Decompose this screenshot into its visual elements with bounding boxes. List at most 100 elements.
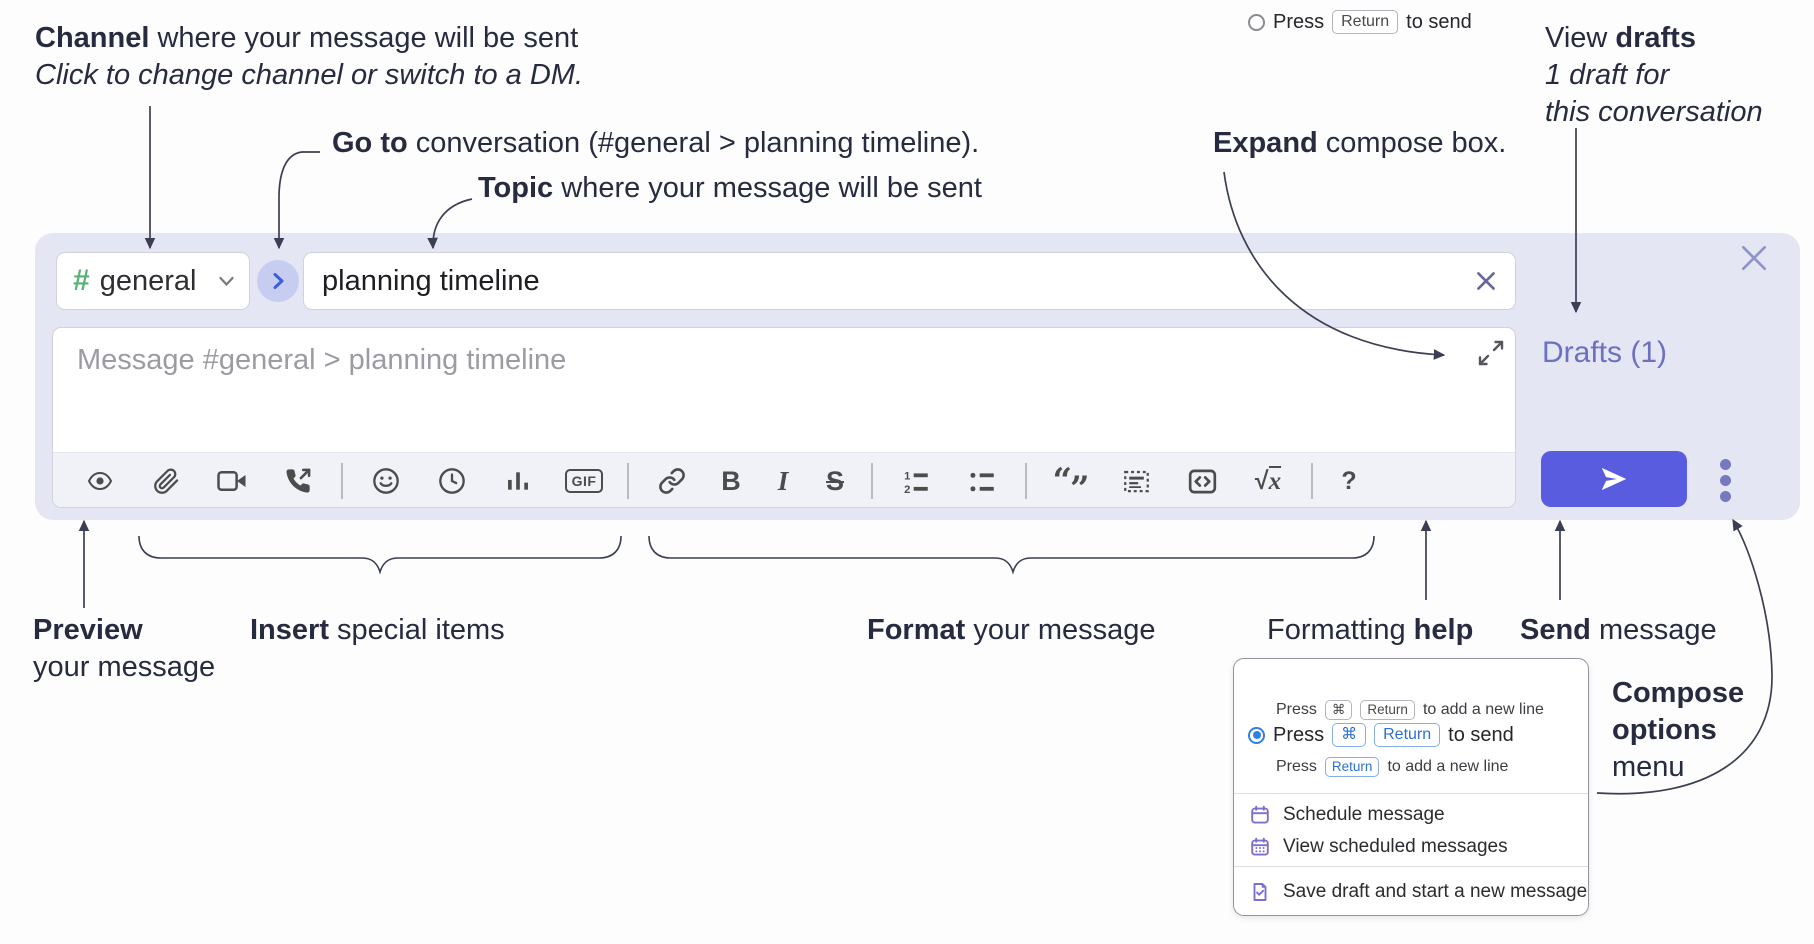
brace-format [648, 535, 1375, 575]
quote-button[interactable]: “” [1037, 458, 1103, 507]
math-button[interactable]: √x [1235, 458, 1301, 504]
annotation-format-bold: Format [867, 614, 966, 646]
option-subtext: to add a new line [1387, 758, 1509, 775]
schedule-message-label: Schedule message [1283, 804, 1445, 825]
drafts-link[interactable]: Drafts (1) [1542, 336, 1668, 369]
annotation-channel: Channel where your message will be sent … [35, 20, 583, 94]
message-formatting-help-button[interactable]: ? [1323, 458, 1375, 504]
toolbar-divider [871, 463, 873, 499]
key-return: Return [1374, 723, 1441, 747]
spoiler-button[interactable] [1103, 458, 1169, 504]
annotation-help-pre: Formatting [1267, 614, 1414, 646]
time-mention-button[interactable] [419, 458, 485, 504]
clear-topic-icon[interactable] [1473, 268, 1499, 294]
option-text: to send [1448, 723, 1514, 746]
annotation-preview: Preview your message [33, 612, 215, 686]
annotation-insert: Insert special items [250, 612, 505, 649]
strikethrough-button[interactable]: S [809, 458, 861, 504]
bulleted-list-button[interactable] [949, 458, 1015, 504]
enter-sends-subtext: Press ⌘ Return to add a new line [1276, 700, 1544, 720]
annotation-drafts-bold: drafts [1615, 22, 1696, 54]
ellipsis-dot [1719, 458, 1731, 470]
poll-button[interactable] [485, 458, 551, 504]
key-return: Return [1332, 10, 1399, 34]
key-return: Return [1324, 757, 1380, 777]
annotation-goto-rest: conversation (#general > planning timeli… [407, 127, 980, 159]
italic-label: I [777, 465, 789, 496]
channel-name: general [99, 264, 197, 297]
annotation-send-rest: message [1590, 614, 1717, 646]
annotation-expand-bold: Expand [1213, 127, 1318, 159]
annotation-topic-bold: Topic [478, 172, 554, 204]
annotation-format: Format your message [867, 612, 1156, 649]
radio-unselected[interactable] [1248, 13, 1265, 31]
calendar-icon [1251, 805, 1269, 824]
toolbar-divider [1311, 463, 1313, 499]
key-cmd: ⌘ [1324, 700, 1353, 720]
strike-label: S [825, 465, 844, 496]
annotation-topic: Topic where your message will be sent [478, 170, 982, 207]
brace-insert [138, 535, 622, 575]
italic-button[interactable]: I [757, 458, 809, 504]
compose-box-panel: # general planning timeline Message #gen… [35, 233, 1800, 520]
view-scheduled-messages-item[interactable]: View scheduled messages [1250, 836, 1508, 858]
compose-options-menu: Press Return to send Press ⌘ Return to a… [1233, 10, 1589, 916]
channel-selector[interactable]: # general [56, 252, 250, 310]
code-button[interactable] [1169, 458, 1235, 504]
option-subtext: Press [1276, 701, 1317, 718]
message-compose-area[interactable]: Message #general > planning timeline [52, 327, 1516, 508]
chevron-right-icon [273, 273, 283, 289]
save-draft-item[interactable]: Save draft and start a new message [1250, 881, 1587, 903]
svg-text:1: 1 [904, 470, 910, 482]
annotation-channel-sub: Click to change channel or switch to a D… [35, 59, 584, 91]
emoji-button[interactable] [353, 458, 419, 504]
option-subtext: Press [1276, 758, 1317, 775]
compose-options-menu-button[interactable] [1713, 458, 1737, 502]
annotation-preview-bold: Preview [33, 614, 143, 646]
gif-button[interactable]: GIF [551, 458, 617, 504]
view-scheduled-label: View scheduled messages [1283, 836, 1508, 857]
preview-button[interactable] [67, 458, 133, 504]
option-text: to send [1406, 10, 1472, 33]
video-call-button[interactable] [199, 458, 265, 504]
quote-open: “ [1052, 461, 1072, 501]
radio-selected[interactable] [1248, 726, 1265, 744]
annotation-compose-options: Compose options menu [1612, 675, 1744, 786]
annotation-insert-bold: Insert [250, 614, 329, 646]
close-compose-icon[interactable] [1738, 242, 1770, 274]
send-button[interactable] [1541, 451, 1687, 507]
topic-value: planning timeline [322, 264, 540, 297]
annotation-topic-rest: where your message will be sent [553, 172, 982, 204]
bold-button[interactable]: B [705, 458, 757, 504]
attach-file-button[interactable] [133, 458, 199, 504]
voice-call-button[interactable] [265, 458, 331, 504]
svg-text:2: 2 [904, 483, 910, 494]
enter-sends-option[interactable]: Press Return to send [1248, 10, 1472, 34]
topic-input[interactable]: planning timeline [303, 252, 1516, 310]
cmd-enter-sends-subtext: Press Return to add a new line [1276, 757, 1508, 777]
cmd-enter-sends-option[interactable]: Press ⌘ Return to send [1248, 723, 1514, 747]
save-draft-icon [1253, 883, 1267, 901]
toolbar-divider [627, 463, 629, 499]
annotation-expand: Expand compose box. [1213, 125, 1506, 162]
annotation-channel-rest: where your message will be sent [149, 22, 579, 54]
gif-label: GIF [564, 469, 604, 493]
annotation-expand-rest: compose box. [1317, 127, 1507, 159]
schedule-message-item[interactable]: Schedule message [1250, 804, 1445, 826]
annotation-compose-line1: Compose [1612, 677, 1745, 709]
annotation-help-bold: help [1413, 614, 1474, 646]
annotation-drafts-line3: this conversation [1545, 96, 1763, 128]
expand-compose-icon[interactable] [1477, 339, 1505, 367]
math-x-glyph: x [1268, 465, 1282, 495]
message-placeholder: Message #general > planning timeline [77, 344, 567, 376]
annotation-send: Send message [1520, 612, 1717, 649]
annotation-preview-line2: your message [33, 651, 216, 683]
key-return: Return [1360, 700, 1415, 720]
link-button[interactable] [639, 458, 705, 504]
toolbar-divider [1025, 463, 1027, 499]
go-to-conversation-button[interactable] [257, 260, 299, 302]
annotation-goto-bold: Go to [332, 127, 408, 159]
chevron-down-icon [219, 276, 234, 286]
